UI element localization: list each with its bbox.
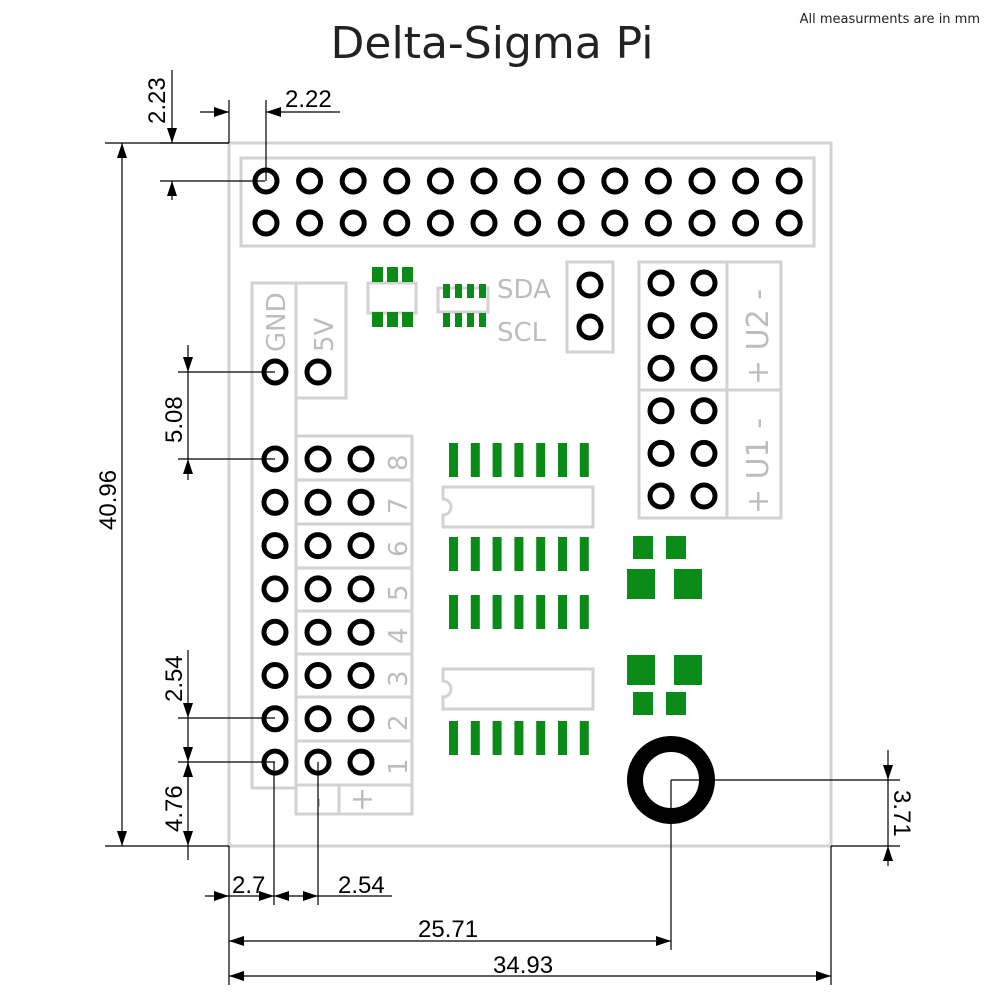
through-hole [732,209,760,237]
through-hole [383,209,411,237]
through-hole [690,354,718,382]
channel-label: 4 [384,627,414,644]
through-hole [304,662,332,689]
gnd-label: GND [262,292,292,352]
through-hole [514,209,542,237]
through-hole [261,618,289,646]
u1-label: + U1 - [741,418,776,514]
plus-label: + [345,787,380,812]
dim-left-offset-bottom: 2.7 [232,872,265,899]
through-hole [261,662,289,689]
through-hole [304,705,332,733]
through-hole [296,167,324,195]
through-hole [383,167,411,195]
through-hole [647,482,675,510]
through-hole [426,167,454,195]
channel-label: 6 [384,540,414,557]
through-hole [732,167,760,195]
dim-hole-y: 3.71 [888,790,915,837]
through-hole [775,209,803,237]
through-hole [261,488,289,516]
through-hole [426,209,454,237]
through-hole [688,167,716,195]
through-hole [514,167,542,195]
through-hole [339,209,367,237]
through-hole [347,488,375,516]
through-hole [601,209,629,237]
through-hole [601,167,629,195]
channel-label: 2 [384,714,414,731]
through-hole [647,439,675,467]
through-holes [252,167,803,776]
through-hole [690,397,718,425]
dim-top-offset: 2.23 [144,77,171,124]
through-hole [347,748,375,776]
through-hole [557,167,585,195]
through-hole [557,209,585,237]
through-hole [347,705,375,733]
through-hole [775,167,803,195]
through-hole [644,167,672,195]
through-hole [347,532,375,560]
through-hole [261,705,289,733]
through-hole [304,575,332,603]
through-hole [644,209,672,237]
through-hole [647,269,675,297]
through-hole [347,662,375,689]
through-hole [347,575,375,603]
dim-bottom-offset: 4.76 [161,785,188,832]
units-note: All measurments are in mm [800,12,980,27]
dim-left-offset-top: 2.22 [285,86,332,113]
board-outline [227,141,833,848]
smd-pads [372,267,702,755]
through-hole [690,269,718,297]
through-hole [304,618,332,646]
through-hole [347,445,375,473]
drawing-title: Delta-Sigma Pi [331,18,654,69]
dim-pitch-vertical: 2.54 [161,655,188,702]
sda-label: SDA [497,275,551,305]
dim-width: 34.93 [493,952,553,979]
through-hole [576,313,604,341]
through-hole [690,312,718,340]
through-hole [470,167,498,195]
silkscreen-labels: GND 5V SDA SCL + U2 - + U1 - 8 7 6 5 4 3… [262,275,776,812]
through-hole [304,488,332,516]
channel-label: 1 [384,758,414,775]
through-hole [647,312,675,340]
scl-label: SCL [497,318,547,348]
through-hole [261,575,289,603]
dim-gnd-to-row: 5.08 [161,396,188,443]
dim-pitch-horizontal: 2.54 [338,872,385,899]
5v-label: 5V [310,317,340,352]
through-hole [347,618,375,646]
dim-hole-x: 25.71 [418,916,478,943]
through-hole [647,397,675,425]
channel-label: 7 [384,497,414,514]
u2-label: + U2 - [741,289,776,385]
channel-label: 3 [384,670,414,687]
through-hole [576,271,604,299]
through-hole [647,354,675,382]
through-hole [690,482,718,510]
through-hole [304,445,332,473]
through-hole [252,209,280,237]
dimension-labels: 2.23 2.22 5.08 40.96 2.54 4.76 2.7 2.54 … [95,77,915,979]
through-hole [296,209,324,237]
through-hole [470,209,498,237]
through-hole [690,439,718,467]
through-hole [304,532,332,560]
through-hole [339,167,367,195]
dim-height: 40.96 [95,470,122,530]
dimension-lines [105,70,900,985]
channel-label: 8 [384,454,414,471]
through-hole [688,209,716,237]
through-hole [304,358,332,386]
through-hole [261,532,289,560]
channel-label: 5 [384,584,414,601]
